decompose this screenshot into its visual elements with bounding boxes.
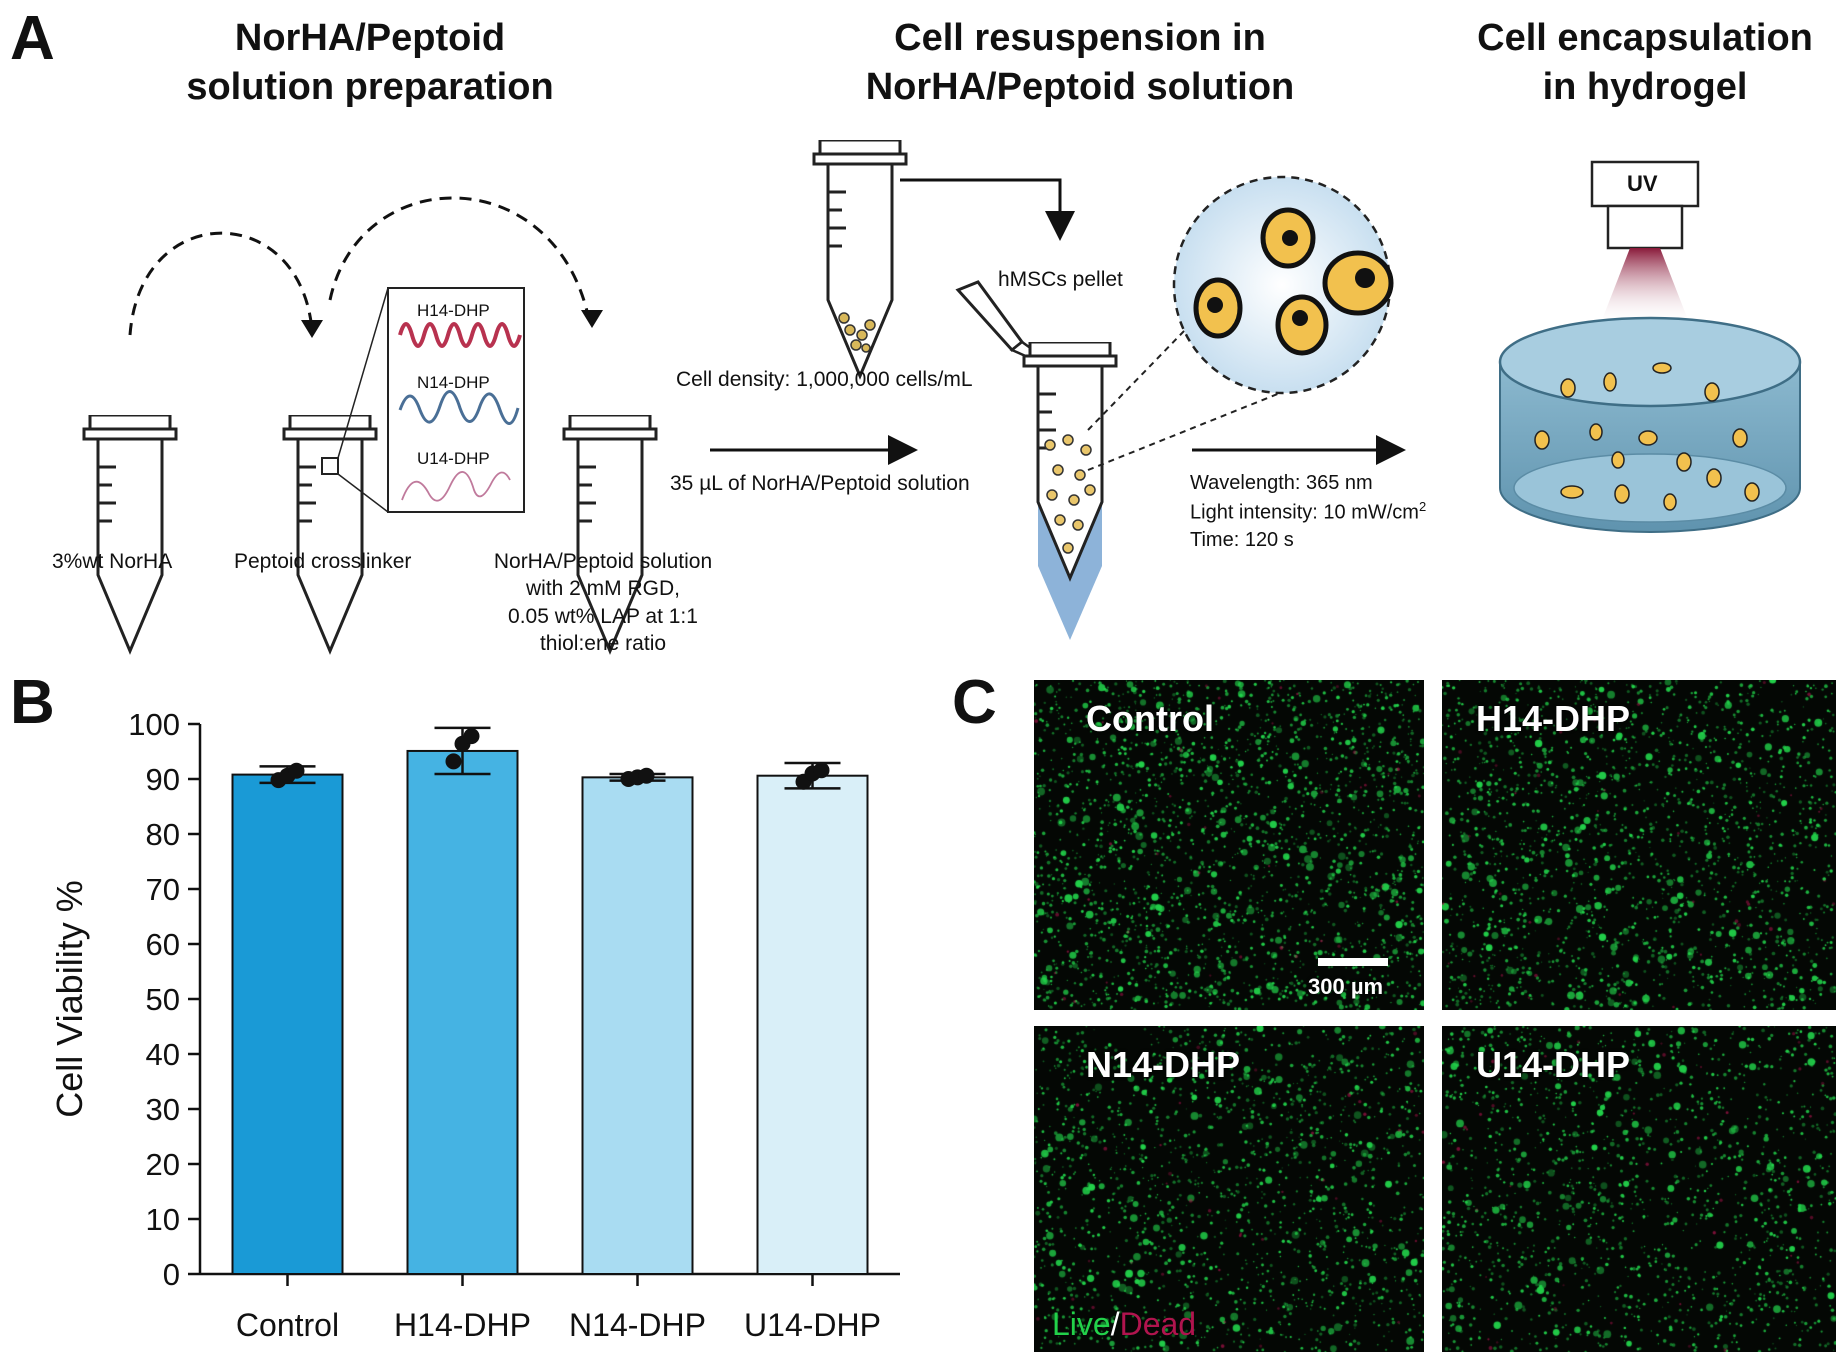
uv-lamp-body xyxy=(1606,204,1684,250)
micrograph-control xyxy=(1034,680,1424,1010)
uv-lamp-head xyxy=(1590,160,1700,208)
dish-cells xyxy=(1534,362,1760,511)
zoom-box xyxy=(321,457,339,475)
uv-lamp xyxy=(1590,160,1700,325)
dashed-arc-2 xyxy=(328,196,592,326)
uv-label: UV xyxy=(1627,171,1658,196)
pipette xyxy=(955,280,1038,360)
tube-peptoid xyxy=(282,415,378,653)
legend-live: Live xyxy=(1052,1306,1111,1342)
data-point xyxy=(638,767,655,784)
pellet-arrow xyxy=(900,178,1075,241)
y-tick-label: 30 xyxy=(146,1092,180,1127)
micrograph-h14 xyxy=(1442,680,1836,1010)
tube-outline xyxy=(282,415,378,653)
section-title-resuspension: Cell resuspension in NorHA/Peptoid solut… xyxy=(865,17,1295,108)
bar-n14-dhp xyxy=(581,776,694,1275)
arrowhead xyxy=(581,310,603,328)
micrograph-label-u14: U14-DHP xyxy=(1476,1044,1631,1085)
zoom-line xyxy=(337,287,389,459)
y-tick-label: 100 xyxy=(128,707,180,742)
tube-label-mixture: NorHA/Peptoid solution with 2 mM RGD, 0.… xyxy=(493,550,713,655)
live-dead-legend: Live/Dead xyxy=(1052,1306,1196,1343)
micrograph-canvas xyxy=(1034,680,1424,1010)
micrograph-canvas xyxy=(1442,680,1836,1010)
tube-label-norha: 3%wt NorHA xyxy=(52,550,173,573)
tube-norha xyxy=(82,415,178,653)
tube-outline xyxy=(812,140,908,378)
y-tick-label: 70 xyxy=(146,872,180,907)
bubble-line xyxy=(1087,384,1301,471)
tube-pellet xyxy=(812,140,908,378)
tube-outline xyxy=(1022,342,1118,580)
intensity-text: Light intensity: 10 mW/cm2 xyxy=(1190,498,1427,524)
panel-a-letter: A xyxy=(10,4,55,73)
y-tick-label: 60 xyxy=(146,927,180,962)
micrograph-label-control: Control xyxy=(1086,698,1214,739)
tube-cells xyxy=(1022,342,1118,640)
u14-wave xyxy=(401,471,511,502)
tube-mixture xyxy=(562,415,658,653)
zoom-line xyxy=(337,473,389,513)
section-title-preparation: NorHA/Peptoid solution preparation xyxy=(186,17,554,108)
hydrogel-dish xyxy=(1498,316,1802,533)
bar-u14-dhp xyxy=(756,774,869,1275)
micrograph-label-n14: N14-DHP xyxy=(1086,1044,1241,1085)
micrograph-n14 xyxy=(1034,1026,1424,1352)
arrowhead xyxy=(301,320,323,338)
x-tick-label: H14-DHP xyxy=(394,1307,531,1343)
bubble-line xyxy=(1087,329,1186,431)
time-text: Time: 120 s xyxy=(1190,528,1294,551)
bar-h14-dhp xyxy=(406,749,519,1275)
micrograph-u14 xyxy=(1442,1026,1836,1352)
y-tick-label: 20 xyxy=(146,1147,180,1182)
tube-outline xyxy=(82,415,178,653)
panel-b-letter: B xyxy=(10,668,55,737)
micrograph-label-h14: H14-DHP xyxy=(1476,698,1631,739)
data-point xyxy=(463,728,480,745)
data-point xyxy=(813,762,830,779)
peptoid-u14-label: U14-DHP xyxy=(417,449,490,468)
solution-volume-label: 35 µL of NorHA/Peptoid solution xyxy=(670,472,970,495)
bar-control xyxy=(231,773,344,1275)
scale-bar xyxy=(1318,958,1388,966)
scale-bar-label: 300 µm xyxy=(1308,974,1384,999)
n14-wave xyxy=(398,390,520,425)
section-title-encapsulation: Cell encapsulation in hydrogel xyxy=(1477,17,1813,108)
suspended-cells xyxy=(1044,434,1096,554)
data-point xyxy=(445,753,462,770)
x-tick-label: N14-DHP xyxy=(569,1307,706,1343)
zoomed-cells xyxy=(1193,207,1394,356)
y-tick-label: 10 xyxy=(146,1202,180,1237)
uv-beam xyxy=(1600,248,1690,325)
dashed-arc-1 xyxy=(128,231,314,336)
panel-c-letter: C xyxy=(952,668,997,737)
schematic-diagram xyxy=(82,140,1802,653)
peptoid-h14-label: H14-DHP xyxy=(417,301,490,320)
y-tick-label: 50 xyxy=(146,982,180,1017)
h14-wave xyxy=(398,322,522,348)
pellet-label: hMSCs pellet xyxy=(998,268,1123,291)
y-axis-label: Cell Viability % xyxy=(49,880,90,1117)
x-tick-label: Control xyxy=(236,1307,339,1343)
data-point xyxy=(288,762,305,779)
y-tick-label: 80 xyxy=(146,817,180,852)
peptoid-n14-label: N14-DHP xyxy=(417,373,490,392)
y-tick-label: 0 xyxy=(163,1257,180,1292)
legend-slash: / xyxy=(1110,1306,1120,1342)
y-tick-label: 40 xyxy=(146,1037,180,1072)
tube-label-peptoid: Peptoid crosslinker xyxy=(234,550,412,573)
cell-density-label: Cell density: 1,000,000 cells/mL xyxy=(676,368,973,391)
y-tick-label: 90 xyxy=(146,762,180,797)
uv-conditions: Wavelength: 365 nm Light intensity: 10 m… xyxy=(1190,470,1426,554)
micrograph-canvas xyxy=(1442,1026,1836,1352)
x-tick-label: U14-DHP xyxy=(744,1307,881,1343)
wavelength-text: Wavelength: 365 nm xyxy=(1190,472,1373,494)
micrograph-canvas xyxy=(1034,1026,1424,1352)
legend-dead: Dead xyxy=(1119,1306,1197,1342)
